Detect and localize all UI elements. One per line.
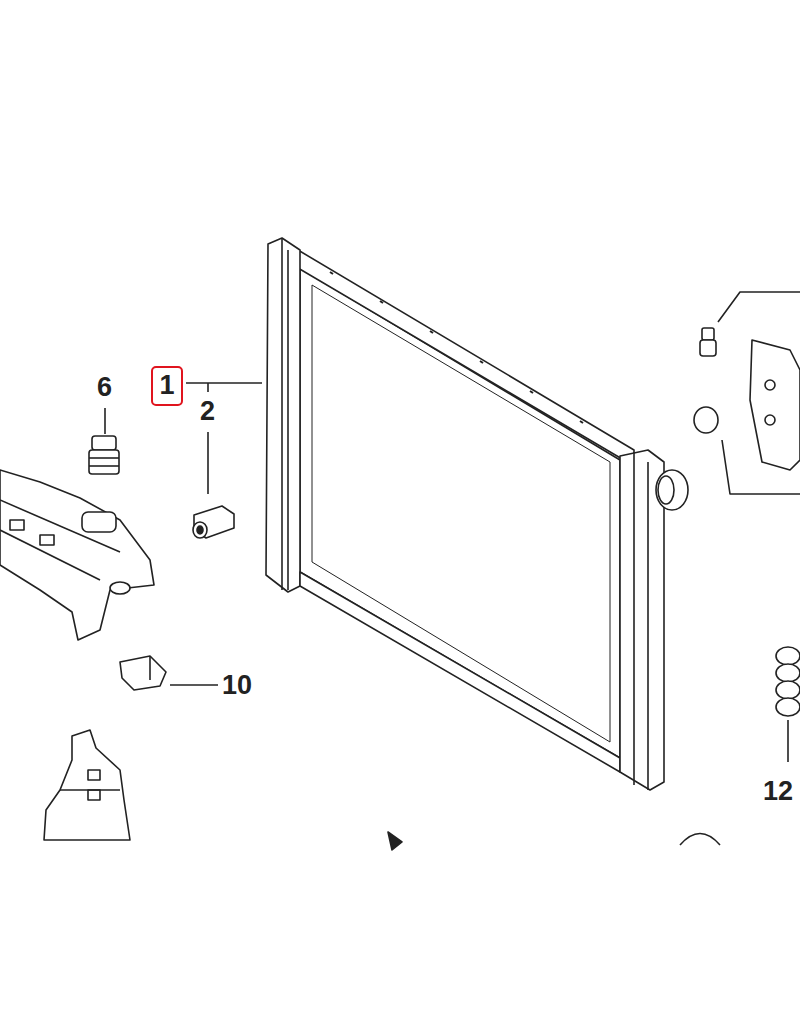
seal-rings — [776, 647, 800, 716]
sensor-part — [193, 506, 234, 538]
callout-number: 2 — [200, 397, 215, 427]
leader-line — [170, 684, 218, 686]
group-bracket — [718, 292, 800, 322]
right-tank — [620, 450, 664, 790]
callout-number: 1 — [159, 371, 175, 401]
callout-number: 6 — [97, 373, 112, 403]
callout-number: 10 — [222, 671, 252, 701]
partial-part — [680, 834, 720, 846]
callout-number: 12 — [763, 777, 793, 807]
leader-line — [104, 408, 106, 434]
leader-line — [186, 382, 262, 384]
leader-line — [207, 432, 209, 494]
partial-part — [388, 832, 402, 850]
left-tank — [266, 238, 300, 592]
bracket-part — [44, 730, 130, 840]
callout-box: 1 — [151, 366, 183, 406]
group-bracket — [722, 440, 800, 494]
clip-part — [120, 656, 166, 690]
expansion-tank — [0, 470, 154, 640]
bottom-rail — [300, 572, 620, 772]
washer-part — [694, 407, 718, 433]
plug-part — [89, 436, 119, 474]
mount-part — [750, 340, 800, 470]
outlet-pipe — [656, 470, 688, 510]
bolt-part — [700, 328, 716, 356]
radiator-core — [300, 268, 620, 758]
leader-line — [787, 720, 789, 762]
top-rail — [298, 250, 634, 466]
